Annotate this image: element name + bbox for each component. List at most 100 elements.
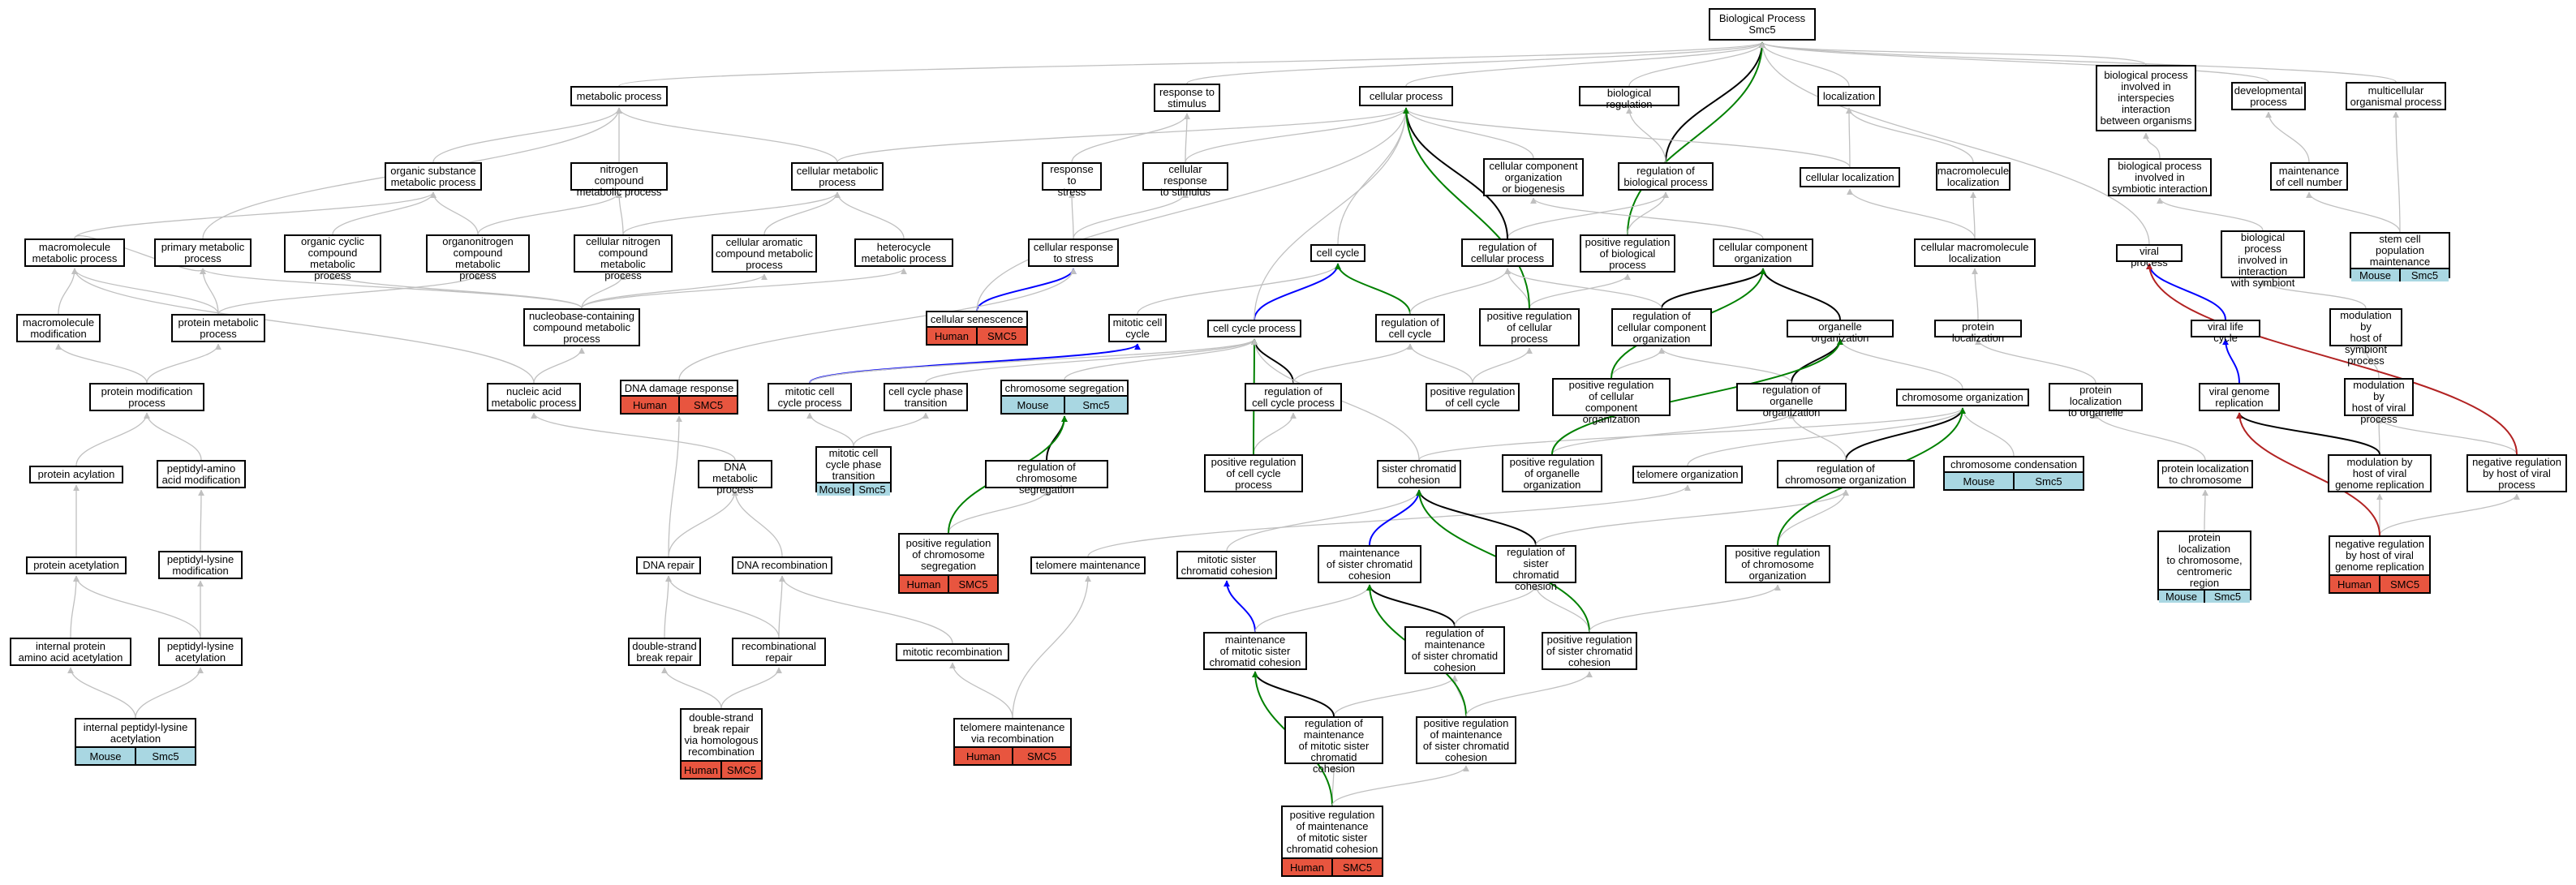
term-peptidyl-aa[interactable]: peptidyl-amino acid modification <box>157 460 246 488</box>
term-reg-maint-sister[interactable]: regulation of maintenance of sister chro… <box>1404 626 1505 674</box>
term-pos-reg-maint-mitotic[interactable]: positive regulation of maintenance of mi… <box>1281 806 1383 877</box>
term-reg-maint-mitotic[interactable]: regulation of maintenance of mitotic sis… <box>1284 716 1383 775</box>
term-pos-reg-org-org[interactable]: positive regulation of organelle organiz… <box>1502 454 1602 492</box>
term-dsb-repair[interactable]: double-strand break repair <box>628 638 701 666</box>
term-reg-cell-cycle[interactable]: regulation of cell cycle <box>1375 314 1445 342</box>
term-nucleic-acid[interactable]: nucleic acid metabolic process <box>487 383 581 411</box>
term-pos-reg-cc[interactable]: positive regulation of cell cycle <box>1426 383 1520 411</box>
term-bp-symbiont[interactable]: biological process involved in interacti… <box>2221 230 2305 289</box>
term-reg-chrom-seg[interactable]: regulation of chromosome segregation <box>985 460 1108 496</box>
term-org-cyclic[interactable]: organic cyclic compound metabolic proces… <box>284 234 381 281</box>
term-mitotic-ccp[interactable]: mitotic cell cycle process <box>768 383 852 411</box>
term-neg-reg-viral[interactable]: negative regulation by host of viral pro… <box>2466 454 2567 492</box>
term-cellular-proc[interactable]: cellular process <box>1359 86 1453 106</box>
term-prot-loc-org[interactable]: protein localization to organelle <box>2049 383 2143 419</box>
term-mod-symbiont[interactable]: modulation by host of symbiont process <box>2329 308 2402 367</box>
term-primary-metab[interactable]: primary metabolic process <box>154 238 252 267</box>
term-cell-macro-loc[interactable]: cellular macromolecule localization <box>1914 238 2036 267</box>
term-cell-loc[interactable]: cellular localization <box>1800 167 1900 187</box>
term-maint-cell-num[interactable]: maintenance of cell number <box>2270 162 2348 191</box>
term-interspecies[interactable]: biological process involved in interspec… <box>2096 65 2196 131</box>
term-pos-reg-cell-proc[interactable]: positive regulation of cellular process <box>1479 308 1580 346</box>
term-reg-sister[interactable]: regulation of sister chromatid cohesion <box>1495 545 1576 592</box>
term-maint-sister[interactable]: maintenance of sister chromatid cohesion <box>1318 545 1421 583</box>
term-dna-metab[interactable]: DNA metabolic process <box>698 460 772 496</box>
term-reg-cc-org[interactable]: regulation of cellular component organiz… <box>1611 308 1712 346</box>
term-dsb-homologous[interactable]: double-strand break repair via homologou… <box>680 708 763 780</box>
term-reg-org-org[interactable]: regulation of organelle organization <box>1736 383 1847 419</box>
term-org-sub[interactable]: organic substance metabolic process <box>385 162 482 191</box>
term-pos-reg-chrom-org[interactable]: positive regulation of chromosome organi… <box>1725 545 1830 583</box>
term-viral-genome[interactable]: viral genome replication <box>2199 383 2280 411</box>
term-protein-loc[interactable]: protein localization <box>1934 320 2022 344</box>
term-localization[interactable]: localization <box>1817 86 1881 106</box>
term-pos-reg-ccp[interactable]: positive regulation of cell cycle proces… <box>1204 454 1303 492</box>
term-heterocycle[interactable]: heterocycle metabolic process <box>854 238 953 267</box>
term-peptidyl-lys-acet[interactable]: peptidyl-lysine acetylation <box>158 638 243 666</box>
term-reg-chrom-org[interactable]: regulation of chromosome organization <box>1777 460 1915 488</box>
term-protein-metab[interactable]: protein metabolic process <box>171 314 265 342</box>
term-pos-reg-bio[interactable]: positive regulation of biological proces… <box>1580 234 1675 273</box>
term-peptidyl-lys-mod[interactable]: peptidyl-lysine modification <box>158 551 243 579</box>
term-viral-life[interactable]: viral life cycle <box>2191 320 2260 344</box>
term-neg-reg-viral-genome[interactable]: negative regulation by host of viral gen… <box>2329 535 2431 594</box>
term-root[interactable]: Biological Process Smc5 <box>1709 8 1816 41</box>
term-protein-acyl[interactable]: protein acylation <box>29 466 123 483</box>
term-nucleobase[interactable]: nucleobase-containing compound metabolic… <box>523 308 640 346</box>
term-pos-reg-sister[interactable]: positive regulation of sister chromatid … <box>1542 632 1637 670</box>
term-telomere-maint[interactable]: telomere maintenance <box>1030 556 1146 574</box>
term-chrom-org[interactable]: chromosome organization <box>1896 389 2029 406</box>
term-cell-cycle[interactable]: cell cycle <box>1310 244 1365 262</box>
term-cell-metab[interactable]: cellular metabolic process <box>791 162 884 191</box>
term-resp-stress[interactable]: response to stress <box>1042 162 1102 198</box>
term-internal-protein-acet[interactable]: internal protein amino acid acetylation <box>10 638 131 666</box>
term-organonitrogen[interactable]: organonitrogen compound metabolic proces… <box>426 234 530 281</box>
term-pos-reg-cc-org[interactable]: positive regulation of cellular componen… <box>1552 378 1671 425</box>
term-prot-loc-chrom[interactable]: protein localization to chromosome <box>2157 460 2253 488</box>
term-multicellular[interactable]: multicellular organismal process <box>2346 82 2446 110</box>
term-mod-viral[interactable]: modulation by host of viral process <box>2344 378 2414 425</box>
term-maint-mitotic-sister[interactable]: maintenance of mitotic sister chromatid … <box>1203 632 1307 670</box>
term-cell-aromatic[interactable]: cellular aromatic compound metabolic pro… <box>712 234 817 273</box>
term-mod-viral-genome[interactable]: modulation by host of viral genome repli… <box>2328 454 2432 492</box>
term-cc-org-bio[interactable]: cellular component organization or bioge… <box>1483 158 1584 196</box>
term-pos-reg-chrom-seg[interactable]: positive regulation of chromosome segreg… <box>898 533 999 594</box>
term-dna-recomb[interactable]: DNA recombination <box>732 556 832 574</box>
term-mitotic-recomb[interactable]: mitotic recombination <box>896 643 1009 661</box>
term-cc-org[interactable]: cellular component organization <box>1713 238 1813 267</box>
term-protein-mod[interactable]: protein modification process <box>89 383 204 411</box>
term-prot-loc-centromeric[interactable]: protein localization to chromosome, cent… <box>2157 531 2251 603</box>
term-macro-loc[interactable]: macromolecule localization <box>1936 162 2010 191</box>
term-reg-bio[interactable]: regulation of biological process <box>1618 162 1714 191</box>
term-bp-symbiotic[interactable]: biological process involved in symbiotic… <box>2108 158 2212 196</box>
term-cell-resp-stim[interactable]: cellular response to stimulus <box>1142 162 1228 198</box>
term-macro-mod[interactable]: macromolecule modification <box>16 314 101 342</box>
term-protein-acet[interactable]: protein acetylation <box>26 556 127 574</box>
term-macro-metab[interactable]: macromolecule metabolic process <box>24 238 125 267</box>
term-metabolic[interactable]: metabolic process <box>570 86 668 106</box>
term-sister-coh[interactable]: sister chromatid cohesion <box>1377 460 1461 488</box>
term-mitotic-sister[interactable]: mitotic sister chromatid cohesion <box>1176 551 1277 579</box>
term-cell-resp-stress[interactable]: cellular response to stress <box>1028 238 1119 267</box>
term-developmental[interactable]: developmental process <box>2231 82 2306 110</box>
term-cc-process[interactable]: cell cycle process <box>1207 320 1301 337</box>
term-dna-repair[interactable]: DNA repair <box>636 556 701 574</box>
term-cc-phase[interactable]: cell cycle phase transition <box>884 383 968 411</box>
term-nitrogen-comp[interactable]: nitrogen compound metabolic process <box>570 162 668 198</box>
term-mitotic-cc[interactable]: mitotic cell cycle <box>1108 314 1167 342</box>
term-telomere-org[interactable]: telomere organization <box>1632 466 1743 483</box>
term-organelle-org[interactable]: organelle organization <box>1787 320 1894 344</box>
term-cell-nitrogen[interactable]: cellular nitrogen compound metabolic pro… <box>574 234 673 281</box>
term-viral-process[interactable]: viral process <box>2116 244 2183 269</box>
term-reg-ccp[interactable]: regulation of cell cycle process <box>1245 383 1342 411</box>
term-reg-cell-proc[interactable]: regulation of cellular process <box>1461 238 1554 267</box>
term-response-stim[interactable]: response to stimulus <box>1154 84 1220 112</box>
